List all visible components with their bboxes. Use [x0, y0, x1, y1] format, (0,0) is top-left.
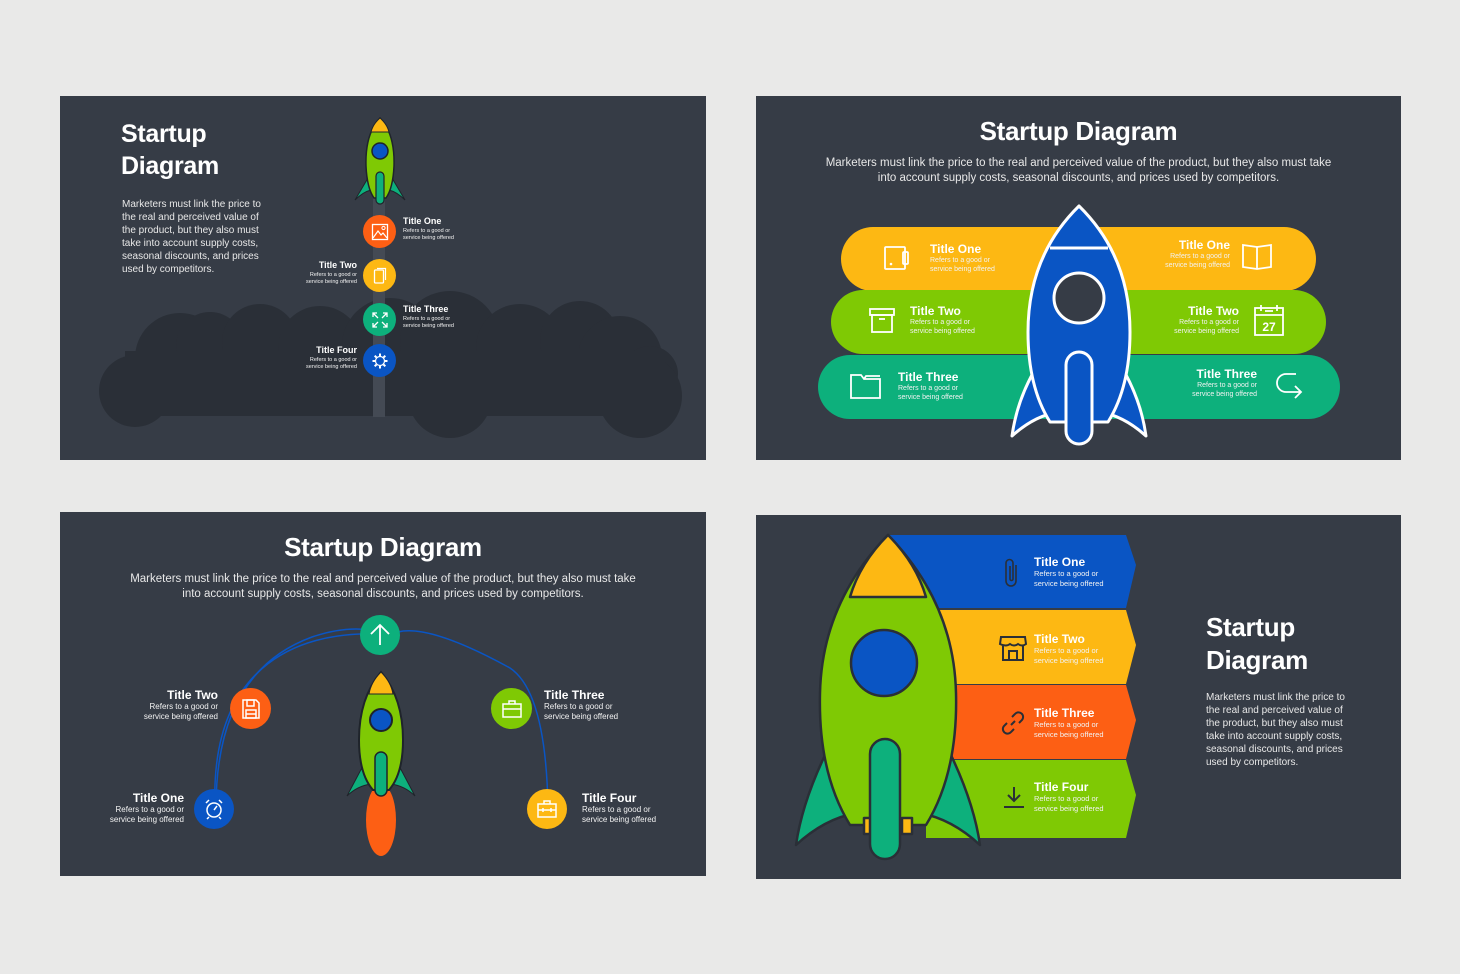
- arc-item-3: Title Three Refers to a good or service …: [544, 688, 619, 721]
- banner-item-3: Title Three Refers to a good or service …: [1034, 706, 1104, 739]
- wallet-icon: [884, 246, 909, 270]
- gear-icon: [372, 353, 387, 368]
- slide-title-line2: Diagram: [1206, 645, 1308, 675]
- timeline-node-4: [363, 344, 396, 377]
- left-item-1: Title One Refers to a good or service be…: [930, 242, 995, 273]
- alarm-clock-icon: [205, 799, 223, 820]
- timeline-node-1: [363, 215, 396, 248]
- link-icon: [1001, 711, 1025, 735]
- slide-title: Startup Diagram: [979, 116, 1178, 146]
- arc-node-4: [527, 789, 567, 829]
- slide-description: Marketers must link the price to the rea…: [1206, 692, 1345, 768]
- arc-node-1: [194, 789, 234, 829]
- timeline-node-3: [363, 303, 396, 336]
- rocket-icon: [354, 116, 406, 205]
- arc-node-3: [491, 688, 532, 729]
- box-icon: [869, 308, 895, 333]
- slide-title-line1: Startup: [1206, 612, 1295, 642]
- slide-description: Marketers must link the price to the rea…: [130, 573, 636, 600]
- toolbox-icon: [537, 800, 557, 818]
- mobile-icon: [373, 267, 386, 284]
- download-icon: [1004, 787, 1024, 808]
- slide-pill-bands: Startup Diagram Marketers must link the …: [756, 96, 1401, 460]
- arc-item-4: Title Four Refers to a good or service b…: [582, 791, 657, 824]
- rocket-icon: [794, 533, 982, 861]
- timeline-node-2: [363, 259, 396, 292]
- rocket-icon: [346, 670, 416, 856]
- top-node: [360, 615, 400, 655]
- arrow-up-icon: [370, 623, 390, 645]
- timeline-item-4: Title Four Refers to a good or service b…: [306, 345, 357, 370]
- svg-text:27: 27: [1262, 320, 1276, 334]
- slide-description: Marketers must link the price to the rea…: [825, 157, 1332, 184]
- slide-title-line1: Startup: [121, 120, 207, 148]
- left-item-2: Title Two Refers to a good or service be…: [910, 304, 975, 335]
- store-icon: [998, 636, 1028, 661]
- arc-item-2: Title Two Refers to a good or service be…: [143, 688, 218, 721]
- slide-vertical-timeline: Startup Diagram Marketers must link the …: [60, 96, 706, 460]
- timeline-item-3: Title Three Refers to a good or service …: [403, 304, 454, 329]
- arrow-banners: [886, 535, 1136, 838]
- timeline-item-2: Title Two Refers to a good or service be…: [306, 260, 357, 285]
- arc-item-1: Title One Refers to a good or service be…: [109, 791, 184, 824]
- redirect-arrow-icon: [1276, 373, 1303, 399]
- right-item-3: Title Three Refers to a good or service …: [1192, 367, 1257, 398]
- slide-arc: Startup Diagram Marketers must link the …: [60, 512, 706, 876]
- banner-item-4: Title Four Refers to a good or service b…: [1034, 780, 1104, 813]
- right-item-2: Title Two Refers to a good or service be…: [1174, 304, 1239, 335]
- folder-icon: [850, 374, 881, 399]
- slide-description: Marketers must link the price to the rea…: [122, 199, 261, 275]
- book-icon: [1242, 243, 1272, 270]
- right-item-1: Title One Refers to a good or service be…: [1165, 238, 1230, 269]
- briefcase-icon: [501, 699, 522, 718]
- slide-title-line2: Diagram: [121, 152, 219, 180]
- left-item-3: Title Three Refers to a good or service …: [898, 370, 963, 401]
- timeline-item-1: Title One Refers to a good or service be…: [403, 216, 454, 241]
- calendar-icon: 27: [1254, 305, 1284, 336]
- expand-icon: [371, 311, 388, 328]
- banner-item-1: Title One Refers to a good or service be…: [1034, 555, 1104, 588]
- arc-connector: [214, 628, 549, 809]
- floppy-disk-icon: [241, 698, 260, 719]
- slide-arrow-banners: Title One Refers to a good or service be…: [756, 515, 1401, 879]
- slide-title: Startup Diagram: [284, 532, 482, 562]
- image-icon: [371, 223, 388, 240]
- banner-item-2: Title Two Refers to a good or service be…: [1034, 632, 1104, 665]
- rocket-icon: [1010, 204, 1148, 446]
- arc-node-2: [230, 688, 271, 729]
- paperclip-icon: [1005, 558, 1017, 587]
